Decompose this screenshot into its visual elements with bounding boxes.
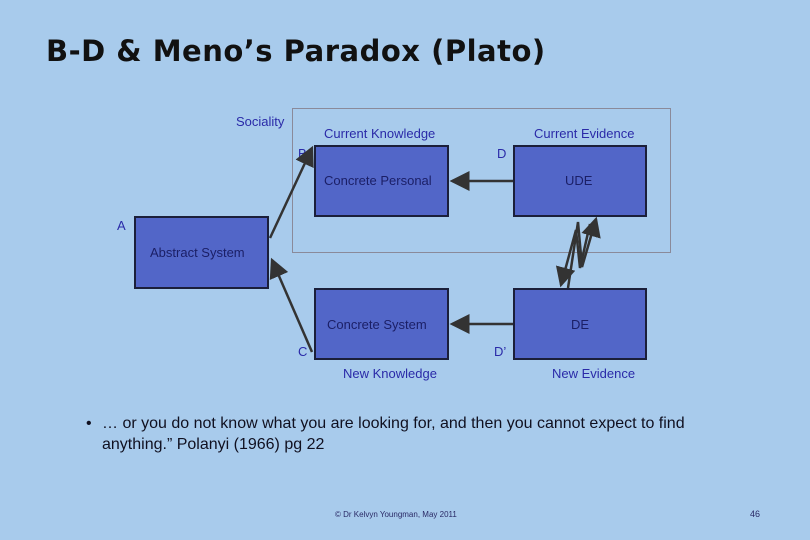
quote-bullet-item: • … or you do not know what you are look… — [86, 413, 726, 455]
ude-box — [513, 145, 647, 217]
abstract-system-box — [134, 216, 269, 289]
current-knowledge-label: Current Knowledge — [324, 126, 436, 141]
corner-label-d: D — [497, 146, 507, 161]
current-evidence-label: Current Evidence — [534, 126, 635, 141]
arrow-abstract-to-concrete-personal — [268, 145, 314, 239]
new-knowledge-label: New Knowledge — [343, 366, 437, 381]
de-box — [513, 288, 647, 360]
corner-label-d-prime: D’ — [494, 344, 507, 359]
slide-title: B-D & Meno’s Paradox (Plato) — [46, 34, 546, 68]
sociality-label: Sociality — [236, 114, 285, 129]
page-number: 46 — [750, 509, 761, 519]
bullet-icon: • — [86, 415, 92, 432]
footer-copyright: © Dr Kelvyn Youngman, May 2011 — [335, 510, 457, 519]
concrete-personal-box — [314, 145, 449, 217]
quote-text: … or you do not know what you are lookin… — [102, 415, 685, 453]
concrete-personal-label: Concrete Personal — [324, 173, 432, 188]
corner-label-a: A — [117, 218, 126, 233]
corner-label-c: C — [298, 344, 308, 359]
ude-label: UDE — [565, 173, 593, 188]
concrete-system-box — [314, 288, 449, 360]
lightning-arrow-de-to-ude — [566, 216, 601, 289]
de-label: DE — [571, 317, 590, 332]
abstract-system-label: Abstract System — [150, 245, 245, 260]
sociality-frame — [292, 108, 671, 253]
concrete-system-label: Concrete System — [327, 317, 427, 332]
arrow-concrete-system-to-abstract — [269, 257, 314, 353]
new-evidence-label: New Evidence — [552, 366, 636, 381]
lightning-arrow-ude-to-de — [555, 223, 592, 288]
